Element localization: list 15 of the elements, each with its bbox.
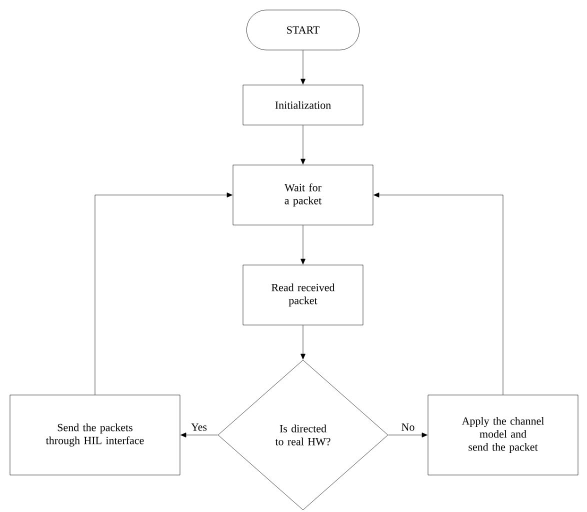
- process-box: Apply the channel model and send the packet: [428, 394, 578, 476]
- arrow: [94, 192, 232, 395]
- arrow: [374, 192, 504, 395]
- edge-label: Yes: [191, 424, 207, 431]
- process-box: Read received packet: [242, 264, 364, 326]
- arrow: [180, 432, 218, 438]
- edge-label: No: [402, 424, 414, 431]
- process-box: Wait for a packet: [232, 164, 374, 226]
- arrow: [300, 325, 306, 360]
- process-box: Initialization: [242, 84, 364, 126]
- arrow: [388, 432, 428, 438]
- process-box: Send the packets through HIL interface: [10, 394, 180, 476]
- arrow: [300, 50, 306, 84]
- arrow: [300, 125, 306, 164]
- arrow: [300, 225, 306, 264]
